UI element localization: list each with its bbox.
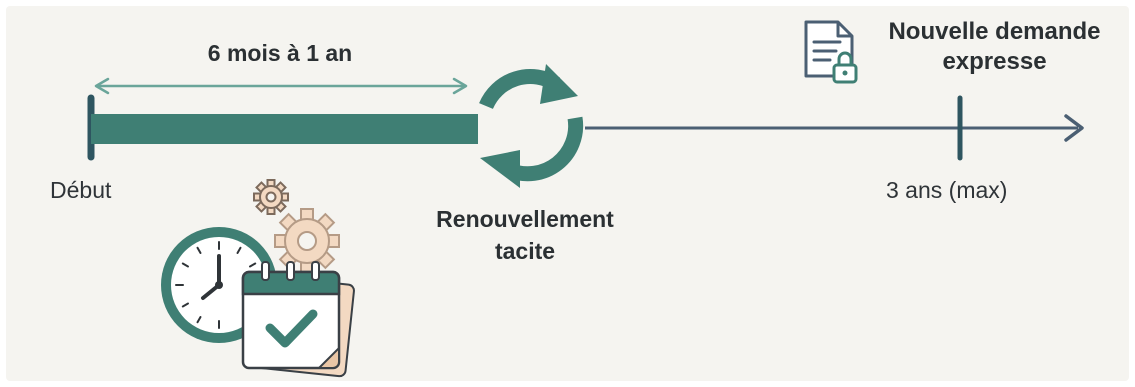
renewal-label-line2: tacite [494, 238, 556, 264]
locked-document-icon [804, 20, 858, 84]
new-request-label: Nouvelle demande expresse [862, 17, 1127, 77]
calendar-check-icon [241, 261, 355, 378]
renewal-label: Renouvellement tacite [395, 203, 655, 267]
small-gear-icon [253, 179, 289, 215]
initial-period-bar [91, 114, 478, 144]
timeline-line [585, 114, 1084, 142]
duration-bracket-arrow [94, 77, 468, 95]
max-duration-label: 3 ans (max) [886, 177, 1008, 203]
duration-label: 6 mois à 1 an [207, 40, 353, 66]
renewal-label-line1: Renouvellement [436, 206, 614, 232]
new-request-label-line1: Nouvelle demande [888, 18, 1101, 45]
clock-calendar-gears-icon [161, 179, 355, 378]
new-request-label-line2: expresse [942, 48, 1047, 75]
refresh-cycle-icon [479, 64, 584, 188]
start-label: Début [50, 177, 112, 203]
large-gear-icon [274, 208, 340, 274]
